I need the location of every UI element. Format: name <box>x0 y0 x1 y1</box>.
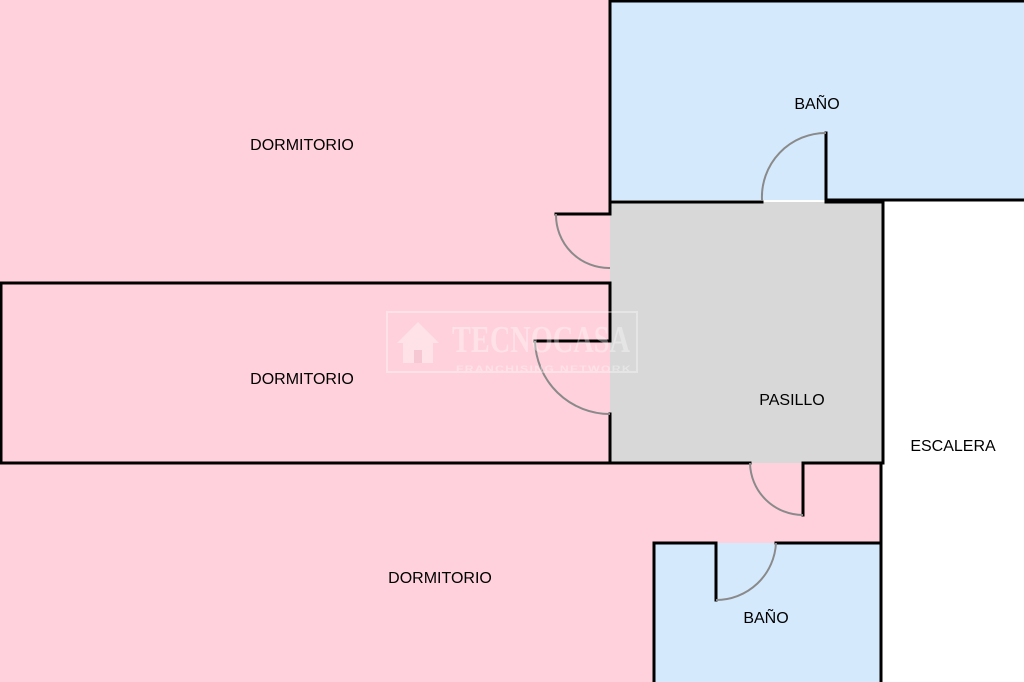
bano-1-area <box>610 0 1024 200</box>
door-bano-2 <box>715 542 777 602</box>
label-dormitorio-3: DORMITORIO <box>388 570 492 587</box>
door-dormitorio-3 <box>749 462 804 516</box>
label-bano-1: BAÑO <box>794 93 839 113</box>
door-dormitorio-2 <box>534 340 611 415</box>
label-dormitorio-1: DORMITORIO <box>250 137 354 154</box>
label-dormitorio-2: DORMITORIO <box>250 371 354 388</box>
dormitorio-1-area <box>0 0 610 283</box>
dormitorio-2-area <box>0 283 610 463</box>
watermark-brand: TECNOCASA <box>452 319 630 361</box>
house-icon <box>397 322 439 363</box>
label-escalera: ESCALERA <box>910 438 996 455</box>
door-arcs <box>534 131 827 602</box>
label-bano-2: BAÑO <box>743 607 788 627</box>
watermark: TECNOCASA FRANCHISING NETWORK <box>386 311 638 374</box>
pasillo-area <box>610 202 883 463</box>
door-bano-1 <box>760 131 827 201</box>
bano-2-area <box>654 543 880 682</box>
escalera-area <box>883 200 1024 682</box>
watermark-tagline: FRANCHISING NETWORK <box>456 364 632 374</box>
label-pasillo: PASILLO <box>759 392 825 409</box>
door-dormitorio-1 <box>554 213 611 270</box>
